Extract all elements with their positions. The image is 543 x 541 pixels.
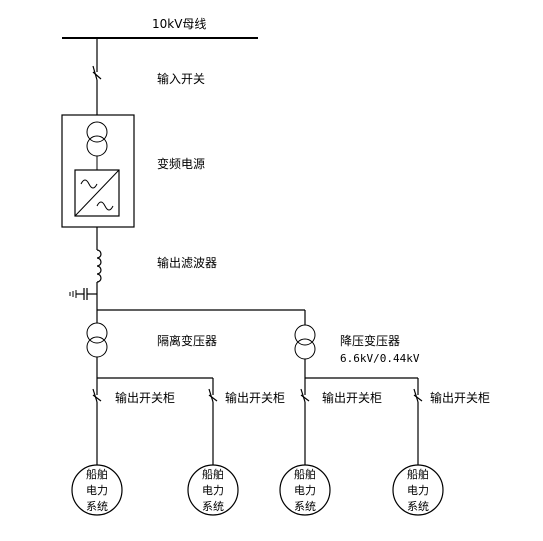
load-ship-power-system-1: 船舶 电力 系统: [71, 464, 123, 516]
svg-text:船舶: 船舶: [86, 467, 108, 481]
output-cabinet-label-1: 输出开关柜: [115, 390, 175, 405]
stepdown-transformer-label: 降压变压器: [340, 333, 400, 348]
output-branch-3: [300, 378, 310, 465]
vfd-enclosure: [61, 114, 135, 228]
inverter-icon: [74, 169, 120, 217]
svg-text:船舶: 船舶: [202, 467, 224, 481]
svg-text:船舶: 船舶: [407, 467, 429, 481]
load-ship-power-system-4: 船舶 电力 系统: [392, 464, 444, 516]
filter-capacitor-icon: [69, 288, 97, 300]
output-cabinet-label-2: 输出开关柜: [225, 390, 285, 405]
bus-label: 10kV母线: [152, 17, 206, 31]
svg-text:电力: 电力: [202, 484, 224, 497]
filter-label: 输出滤波器: [157, 255, 217, 270]
svg-text:系统: 系统: [294, 500, 316, 513]
output-branch-4: [413, 378, 423, 465]
vfd-input-transformer-icon: [86, 121, 108, 170]
output-cabinet-label-3: 输出开关柜: [322, 390, 382, 405]
input-switch-symbol: [92, 65, 102, 115]
svg-text:系统: 系统: [407, 500, 429, 513]
svg-text:电力: 电力: [294, 484, 316, 497]
stepdown-transformer-icon: [294, 324, 316, 378]
svg-text:船舶: 船舶: [294, 467, 316, 481]
svg-text:电力: 电力: [407, 484, 429, 497]
isolation-transformer-icon: [86, 310, 108, 378]
output-cabinet-label-4: 输出开关柜: [430, 390, 490, 405]
isolation-transformer-label: 隔离变压器: [157, 333, 217, 348]
load-ship-power-system-3: 船舶 电力 系统: [279, 464, 331, 516]
load-ship-power-system-2: 船舶 电力 系统: [187, 464, 239, 516]
svg-text:电力: 电力: [86, 484, 108, 497]
output-branch-2: [208, 378, 218, 465]
vfd-label: 变频电源: [157, 156, 205, 171]
svg-text:系统: 系统: [202, 500, 224, 513]
input-switch-label: 输入开关: [157, 71, 205, 86]
stepdown-transformer-ratio: 6.6kV/0.44kV: [340, 352, 420, 365]
filter-inductor-icon: [96, 249, 102, 283]
svg-text:系统: 系统: [86, 500, 108, 513]
output-branch-1: [92, 378, 102, 465]
